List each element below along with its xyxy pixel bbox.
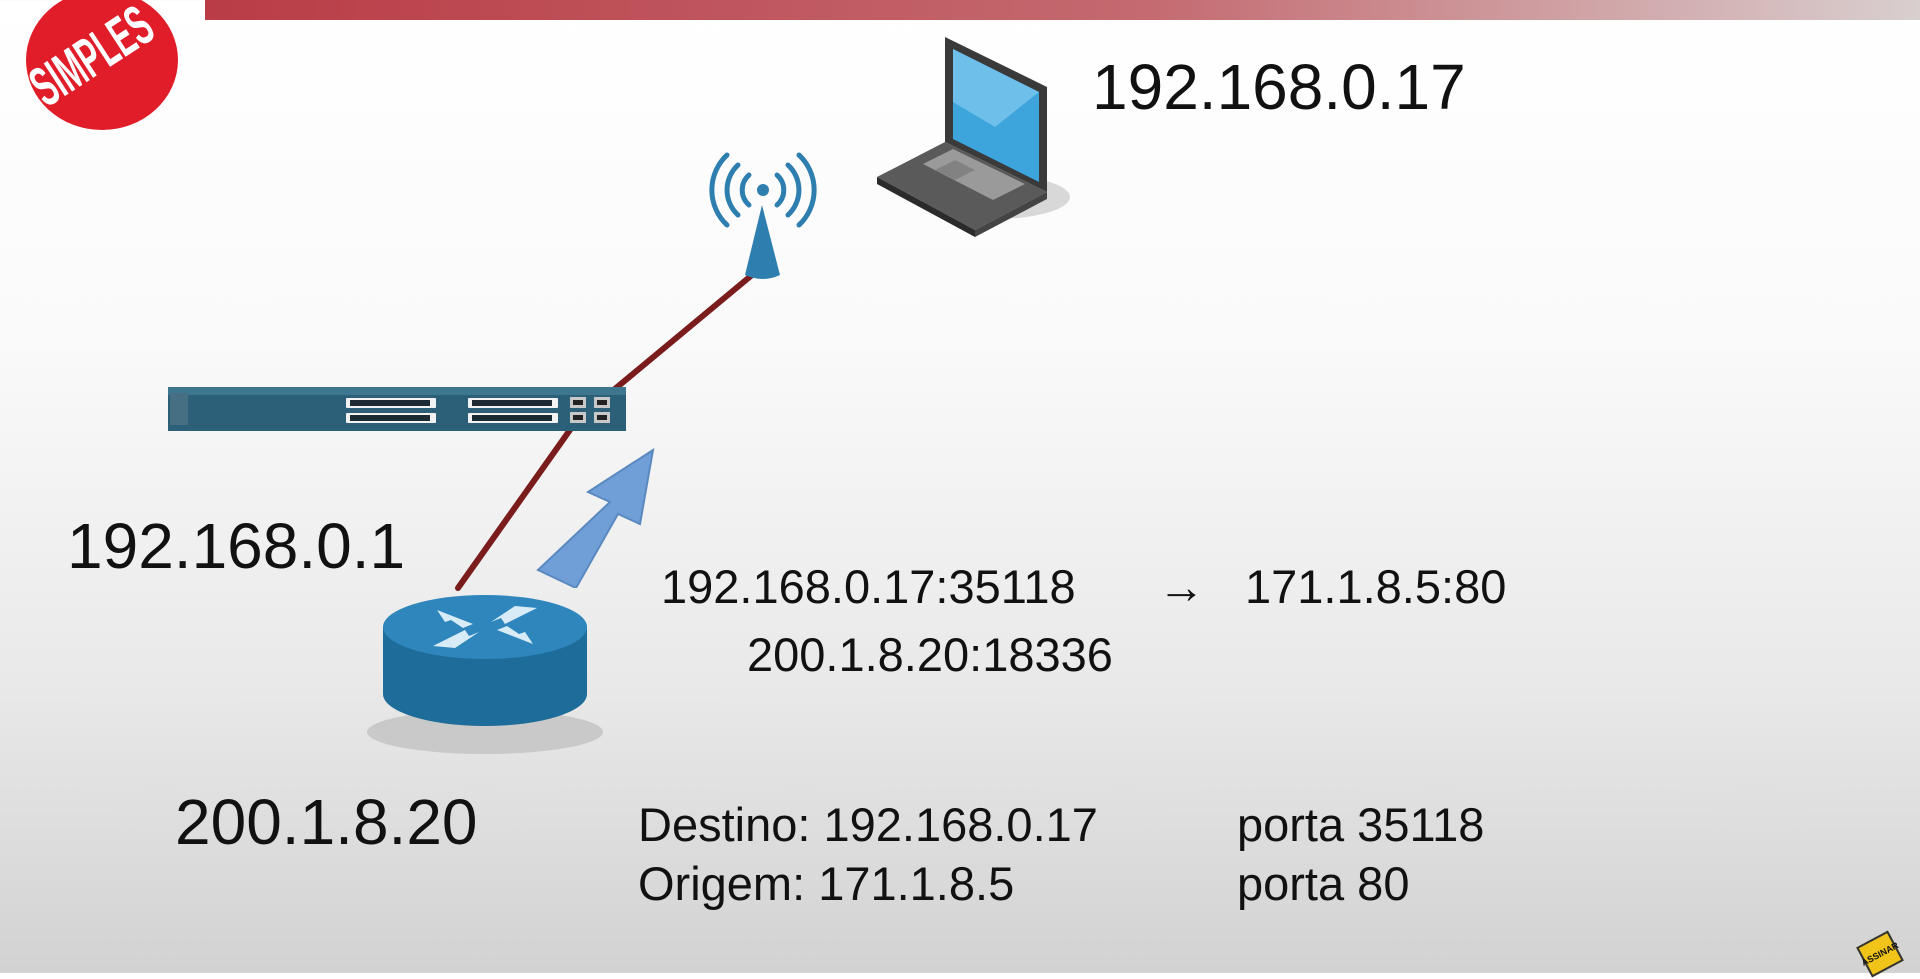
laptop-icon	[877, 37, 1070, 237]
nat-destination-socket: 171.1.8.5:80	[1245, 560, 1507, 613]
direction-arrow	[536, 448, 655, 588]
packet-destino-porta: porta 35118	[1237, 798, 1485, 851]
laptop-ip-label: 192.168.0.17	[1092, 51, 1466, 123]
packet-origem-porta: porta 80	[1237, 857, 1410, 910]
router-lan-ip-label: 192.168.0.1	[67, 510, 406, 582]
cable-router-to-switch	[455, 417, 580, 591]
nat-source-socket: 192.168.0.17:35118	[661, 560, 1076, 613]
wifi-antenna-icon	[709, 152, 817, 279]
subscribe-badge-label: ASSINAR	[1859, 940, 1901, 968]
packet-destino: Destino: 192.168.0.17	[638, 798, 1098, 851]
packet-origem: Origem: 171.1.8.5	[638, 857, 1015, 910]
top-bar	[205, 0, 1920, 20]
network-switch-icon	[168, 387, 626, 431]
router-wan-ip-label: 200.1.8.20	[175, 786, 478, 858]
simples-logo: SIMPLES	[22, 0, 178, 130]
nat-arrow: →	[1158, 560, 1205, 613]
router-icon	[367, 595, 603, 754]
nat-translated-source-socket: 200.1.8.20:18336	[747, 628, 1113, 681]
logo-badge	[26, 0, 178, 130]
cable-switch-to-access-point	[595, 272, 755, 406]
